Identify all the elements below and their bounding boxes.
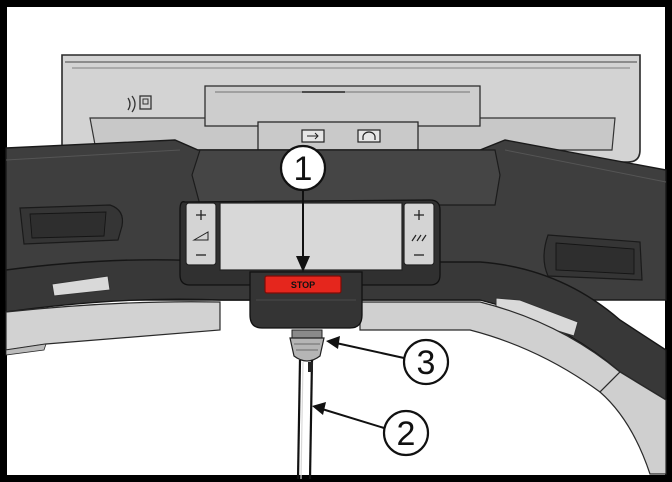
callout-number: 3 [417,344,436,382]
stop-button[interactable]: STOP [264,275,342,294]
callout-1: 1 [279,144,327,272]
callout-number: 1 [294,150,313,188]
callout-2: 2 [312,402,430,457]
speed-icon [411,234,427,242]
stop-button-label: STOP [291,280,315,290]
incline-keys[interactable] [185,202,217,266]
headphone-jack-icon [357,129,381,143]
port-plate [257,121,419,151]
incline-icon [192,231,209,241]
control-overlay [179,199,441,286]
plus-icon [196,210,206,220]
usb-port-icon [301,129,325,143]
callout-number: 2 [397,415,416,453]
display-housing [61,54,641,163]
nfc-icon [127,95,152,113]
plus-icon [414,210,424,220]
safety-tether-cord [296,359,314,480]
callout-3: 3 [326,336,450,386]
safety-clip[interactable] [289,329,325,362]
speed-keys[interactable] [403,202,435,266]
